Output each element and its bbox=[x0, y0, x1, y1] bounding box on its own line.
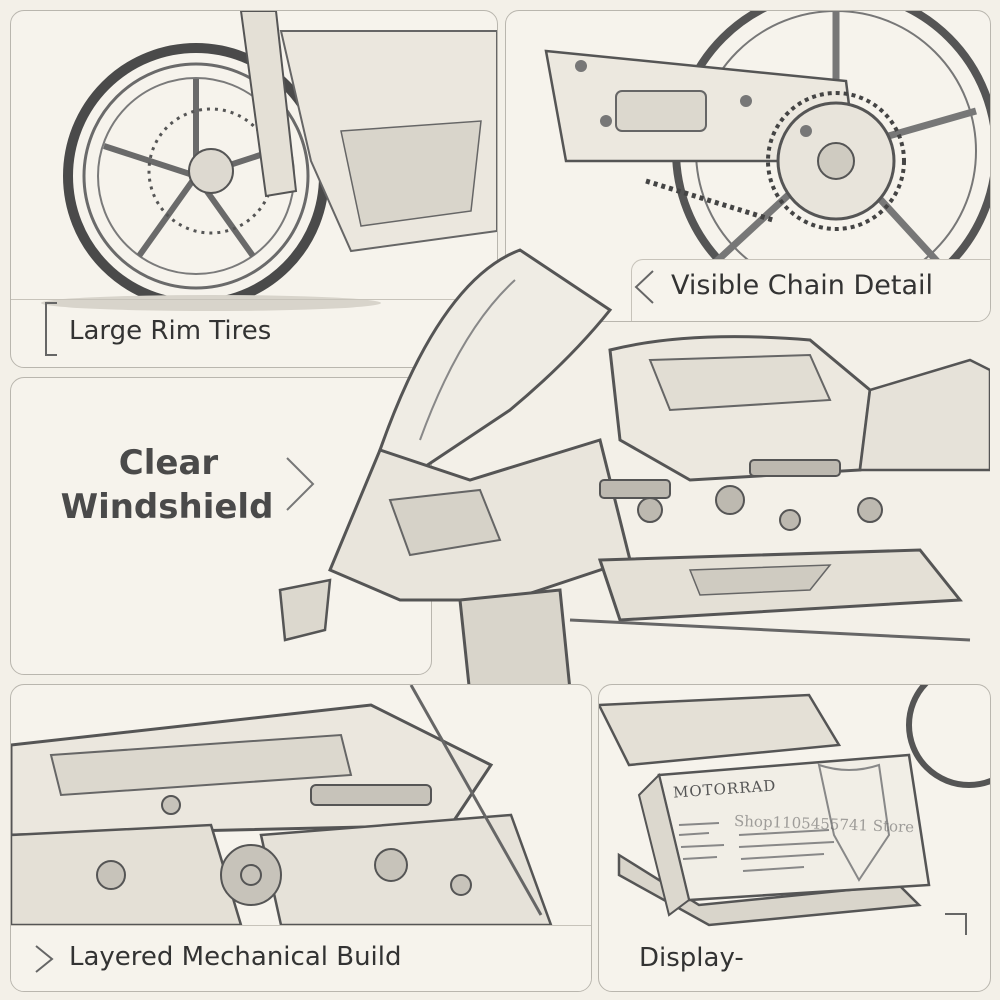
panel-layered-mechanical-build: Layered Mechanical Build bbox=[10, 684, 592, 992]
display-stand-sketch bbox=[599, 685, 990, 927]
label-backing bbox=[631, 259, 990, 321]
corner-bracket-icon bbox=[45, 302, 57, 356]
panel-divider bbox=[11, 299, 497, 300]
panel-label: Large Rim Tires bbox=[69, 316, 272, 346]
panel-display: MOTORRAD Shop1105455741 Store Display- bbox=[598, 684, 991, 992]
panel-label: Display- bbox=[639, 943, 744, 973]
panel-large-rim-tires: Large Rim Tires bbox=[10, 10, 498, 368]
motorcycle-front-sketch bbox=[278, 248, 990, 697]
triangle-left-icon bbox=[634, 270, 654, 304]
panel-label-line2: Windshield bbox=[60, 487, 274, 527]
triangle-right-icon bbox=[35, 945, 54, 973]
chain-sprocket-sketch bbox=[544, 11, 990, 315]
panel-label: Layered Mechanical Build bbox=[69, 942, 402, 972]
label-strip bbox=[11, 925, 591, 991]
panel-visible-chain-detail: Visible Chain Detail bbox=[505, 10, 991, 322]
front-wheel-sketch bbox=[41, 11, 497, 311]
triangle-right-icon bbox=[286, 457, 315, 511]
panel-label-line1: Clear bbox=[118, 443, 219, 483]
mechanical-build-sketch bbox=[11, 685, 553, 925]
corner-bracket-icon bbox=[945, 913, 967, 935]
panel-label: Visible Chain Detail bbox=[671, 270, 934, 301]
